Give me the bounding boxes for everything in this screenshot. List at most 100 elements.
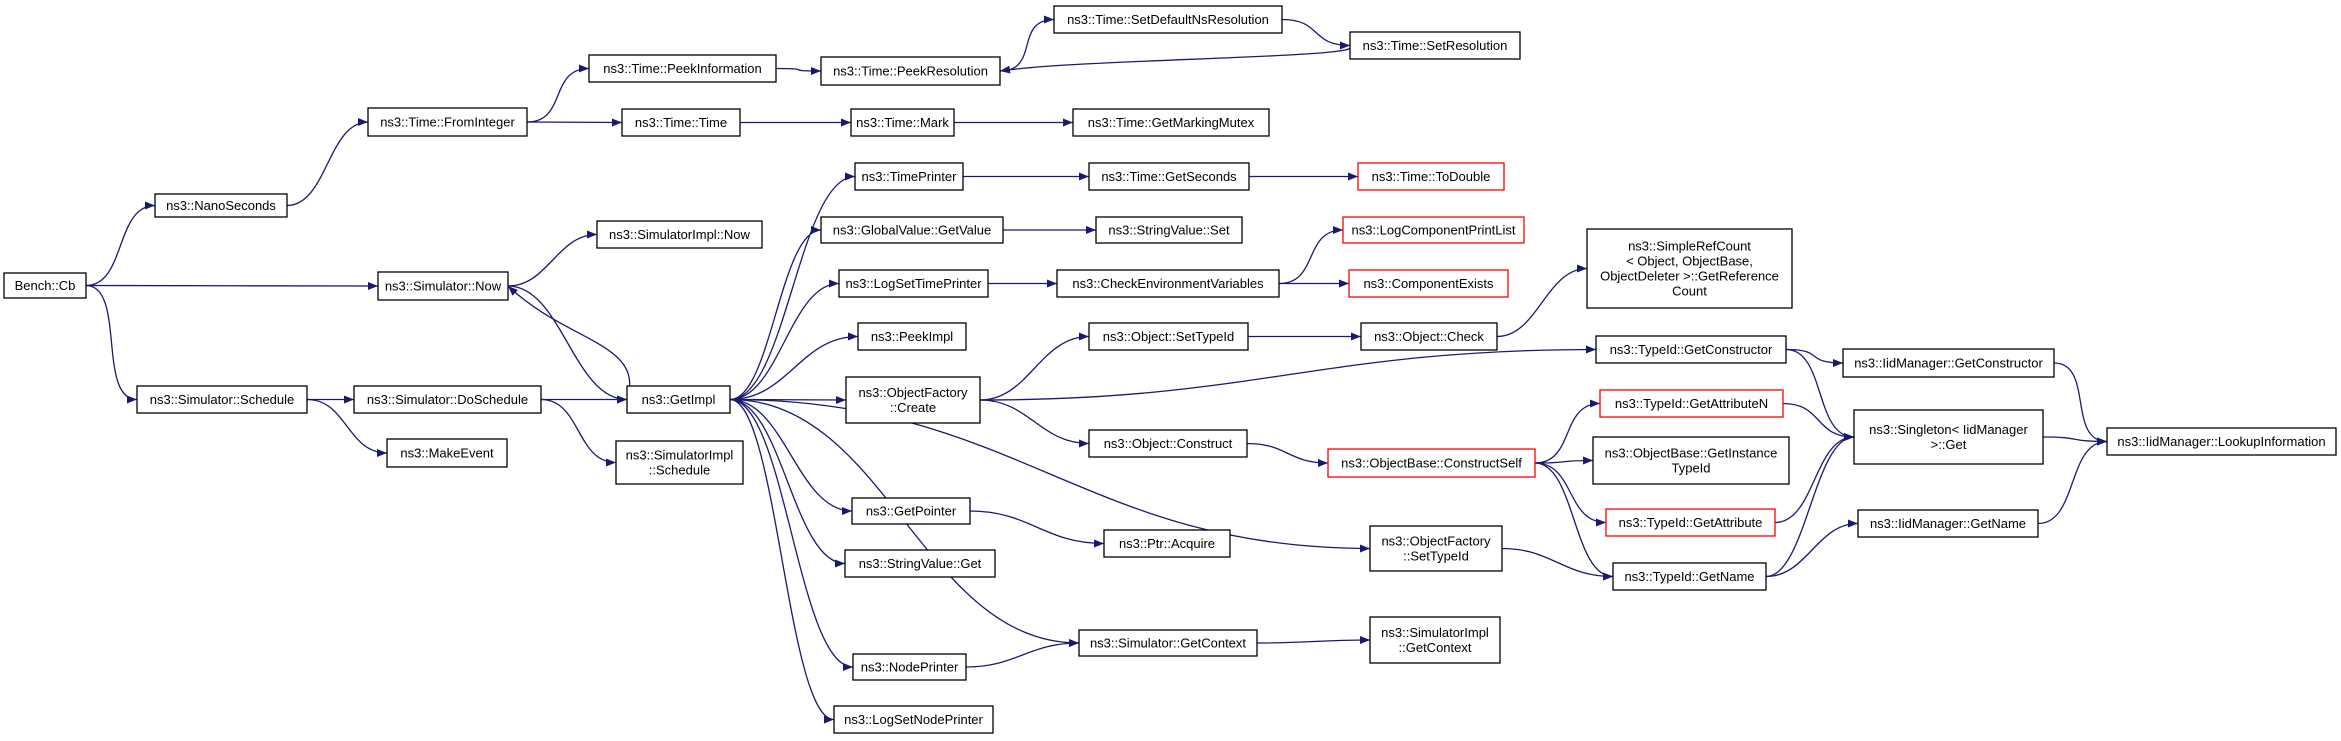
node-ptracquire[interactable]: ns3::Ptr::Acquire	[1103, 529, 1231, 558]
node-objcheck[interactable]: ns3::Object::Check	[1360, 322, 1498, 351]
node-peekres[interactable]: ns3::Time::PeekResolution	[820, 56, 1001, 86]
edge-cb-to-nanoseconds	[85, 201, 156, 287]
node-label-line: ns3::SimulatorImpl	[626, 448, 734, 463]
node-singleton[interactable]: ns3::Singleton< IidManager >::Get	[1853, 409, 2044, 465]
node-simnow[interactable]: ns3::Simulator::Now	[377, 271, 509, 301]
node-checkenv[interactable]: ns3::CheckEnvironmentVariables	[1056, 269, 1280, 298]
edge-setdefault-to-setres	[1281, 18, 1351, 50]
node-label-line: ns3::TypeId::GetConstructor	[1610, 342, 1773, 357]
node-label-line: ns3::IidManager::LookupInformation	[2117, 434, 2325, 449]
node-box	[626, 385, 731, 414]
node-svset[interactable]: ns3::StringValue::Set	[1095, 216, 1243, 244]
node-label-line: >::Get	[1931, 437, 1967, 452]
node-peekinfo[interactable]: ns3::Time::PeekInformation	[588, 54, 777, 83]
node-box	[1078, 629, 1258, 657]
node-compexists[interactable]: ns3::ComponentExists	[1348, 269, 1509, 298]
node-getcontext[interactable]: ns3::Simulator::GetContext	[1078, 629, 1258, 657]
node-box	[1095, 216, 1243, 244]
node-logsettime[interactable]: ns3::LogSetTimePrinter	[838, 269, 989, 298]
edge-getattrn-to-singleton	[1782, 402, 1855, 441]
node-label-line: ns3::Simulator::Schedule	[150, 392, 295, 407]
node-peekimpl[interactable]: ns3::PeekImpl	[857, 322, 967, 351]
node-box	[1357, 162, 1505, 191]
node-label-line: ns3::LogSetTimePrinter	[845, 276, 982, 291]
node-box	[1360, 322, 1498, 351]
node-gvget[interactable]: ns3::GlobalValue::GetValue	[820, 216, 1004, 244]
node-makeevent[interactable]: ns3::MakeEvent	[386, 438, 508, 468]
node-label-line: ns3::ObjectBase::ConstructSelf	[1341, 456, 1522, 471]
node-getattr[interactable]: ns3::TypeId::GetAttribute	[1605, 508, 1776, 537]
node-box	[386, 438, 508, 468]
edge-getimpl-to-getpointer	[729, 398, 853, 515]
node-schedule[interactable]: ns3::Simulator::Schedule	[136, 385, 308, 414]
node-box	[1595, 335, 1787, 364]
node-box	[3, 272, 87, 299]
node-doschedule[interactable]: ns3::Simulator::DoSchedule	[353, 385, 542, 414]
node-ofsettid[interactable]: ns3::ObjectFactory::SetTypeId	[1369, 525, 1503, 572]
node-tidgetname[interactable]: ns3::TypeId::GetName	[1612, 562, 1767, 591]
node-iidgetname[interactable]: ns3::IidManager::GetName	[1857, 509, 2039, 538]
node-label-line: ns3::TypeId::GetAttribute	[1619, 515, 1763, 530]
node-mark[interactable]: ns3::Time::Mark	[850, 108, 955, 137]
node-box	[367, 107, 528, 137]
node-mutex[interactable]: ns3::Time::GetMarkingMutex	[1072, 108, 1270, 137]
node-box	[1599, 389, 1784, 418]
node-label-line: ::Create	[890, 400, 936, 415]
node-simimplctx[interactable]: ns3::SimulatorImpl::GetContext	[1369, 616, 1501, 664]
node-getattrn[interactable]: ns3::TypeId::GetAttributeN	[1599, 389, 1784, 418]
node-label-line: ns3::Simulator::Now	[385, 279, 502, 294]
edge-tidgetname-to-singleton	[1765, 433, 1855, 578]
node-box	[833, 705, 994, 734]
node-getimpl[interactable]: ns3::GetImpl	[626, 385, 731, 414]
node-simimplsched[interactable]: ns3::SimulatorImpl::Schedule	[615, 440, 744, 485]
node-label-line: ns3::Time::GetSeconds	[1101, 169, 1237, 184]
node-label-line: ns3::LogComponentPrintList	[1351, 223, 1515, 238]
node-box	[353, 385, 542, 414]
node-label-line: ns3::ObjectFactory	[1381, 534, 1491, 549]
edge-getcontext-to-simimplctx	[1256, 636, 1371, 645]
node-logcomplist[interactable]: ns3::LogComponentPrintList	[1342, 216, 1525, 244]
node-logsetnode[interactable]: ns3::LogSetNodePrinter	[833, 705, 994, 734]
node-simimplnow[interactable]: ns3::SimulatorImpl::Now	[596, 220, 763, 249]
edge-simnow-to-getimpl	[507, 285, 628, 404]
edge-nodeprinter-to-getcontext	[965, 639, 1080, 668]
node-label-line: ns3::CheckEnvironmentVariables	[1072, 276, 1264, 291]
node-lookup[interactable]: ns3::IidManager::LookupInformation	[2106, 427, 2337, 456]
node-ofcreate[interactable]: ns3::ObjectFactory::Create	[845, 376, 981, 424]
node-box	[1327, 448, 1536, 478]
node-setres[interactable]: ns3::Time::SetResolution	[1349, 31, 1521, 60]
edge-doschedule-to-simimplsched	[540, 398, 617, 467]
edge-iidgetctor-to-lookup	[2053, 362, 2108, 446]
edge-getimpl-to-gvget	[729, 226, 822, 401]
node-box	[615, 440, 744, 485]
node-getseconds[interactable]: ns3::Time::GetSeconds	[1088, 162, 1250, 191]
edge-constructself-to-getinsttid	[1534, 456, 1594, 465]
node-timetime[interactable]: ns3::Time::Time	[621, 108, 741, 137]
node-box	[1053, 5, 1283, 34]
node-label-line: ns3::Time::ToDouble	[1372, 169, 1491, 184]
node-box	[136, 385, 308, 414]
node-tidgetctor[interactable]: ns3::TypeId::GetConstructor	[1595, 335, 1787, 364]
node-nanoseconds[interactable]: ns3::NanoSeconds	[154, 193, 288, 218]
node-cb[interactable]: Bench::Cb	[3, 272, 87, 299]
node-constructself[interactable]: ns3::ObjectBase::ConstructSelf	[1327, 448, 1536, 478]
node-svget[interactable]: ns3::StringValue::Get	[844, 549, 996, 578]
node-fromint[interactable]: ns3::Time::FromInteger	[367, 107, 528, 137]
node-setdefault[interactable]: ns3::Time::SetDefaultNsResolution	[1053, 5, 1283, 34]
node-simplerefcount[interactable]: ns3::SimpleRefCount< Object, ObjectBase,…	[1586, 228, 1793, 309]
node-label-line: < Object, ObjectBase,	[1626, 254, 1753, 269]
node-box	[1348, 269, 1509, 298]
node-timeprinter[interactable]: ns3::TimePrinter	[854, 162, 964, 191]
node-label-line: ns3::Ptr::Acquire	[1119, 536, 1215, 551]
node-iidgetctor[interactable]: ns3::IidManager::GetConstructor	[1842, 348, 2055, 378]
node-nodeprinter[interactable]: ns3::NodePrinter	[852, 653, 967, 681]
edge-objcheck-to-simplerefcount	[1496, 264, 1588, 338]
node-label-line: ns3::SimpleRefCount	[1628, 239, 1751, 254]
node-getpointer[interactable]: ns3::GetPointer	[851, 497, 971, 525]
node-box	[621, 108, 741, 137]
node-todouble[interactable]: ns3::Time::ToDouble	[1357, 162, 1505, 191]
node-objsettid[interactable]: ns3::Object::SetTypeId	[1088, 322, 1249, 351]
node-objconstruct[interactable]: ns3::Object::Construct	[1088, 429, 1248, 458]
